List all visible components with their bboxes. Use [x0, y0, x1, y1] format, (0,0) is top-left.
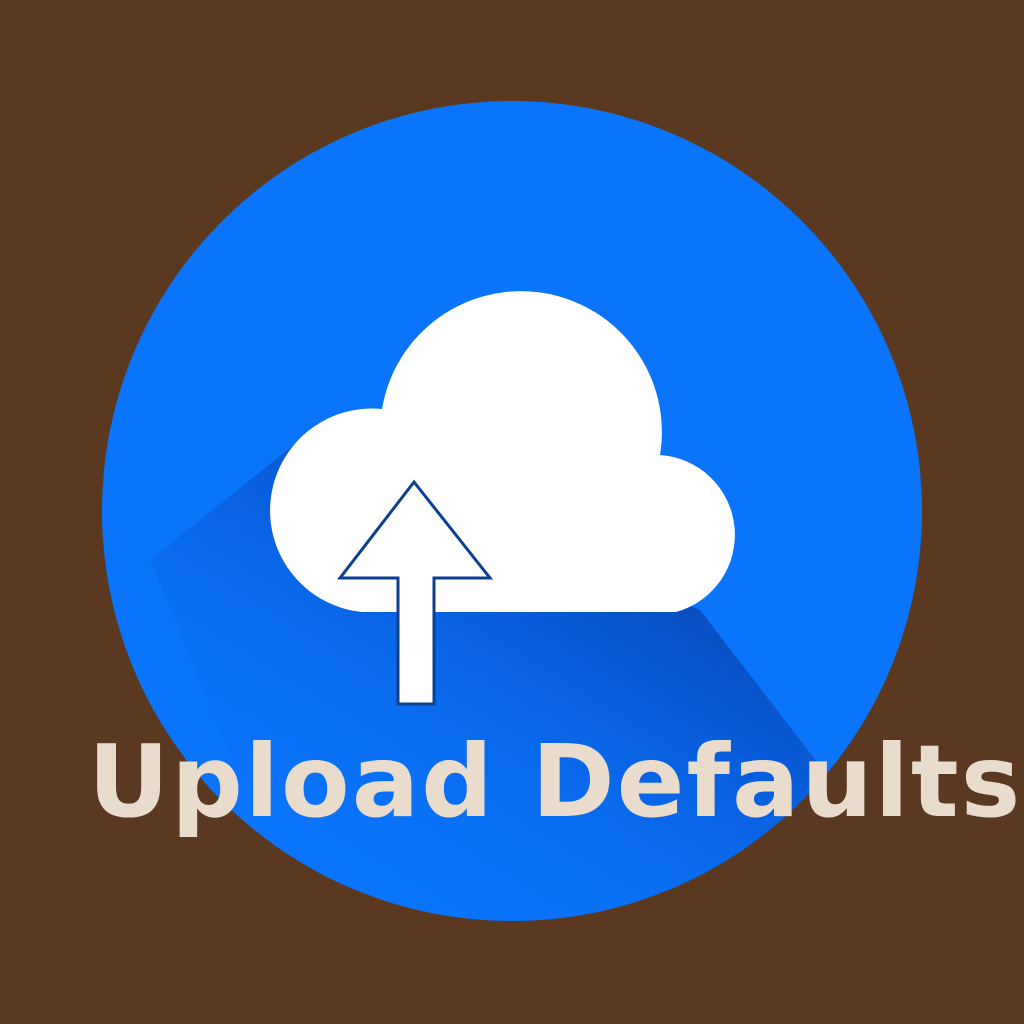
cloud-upload-icon [270, 291, 735, 706]
arrow-up-icon [336, 479, 494, 706]
caption-title: Upload Defaults [88, 723, 1023, 840]
